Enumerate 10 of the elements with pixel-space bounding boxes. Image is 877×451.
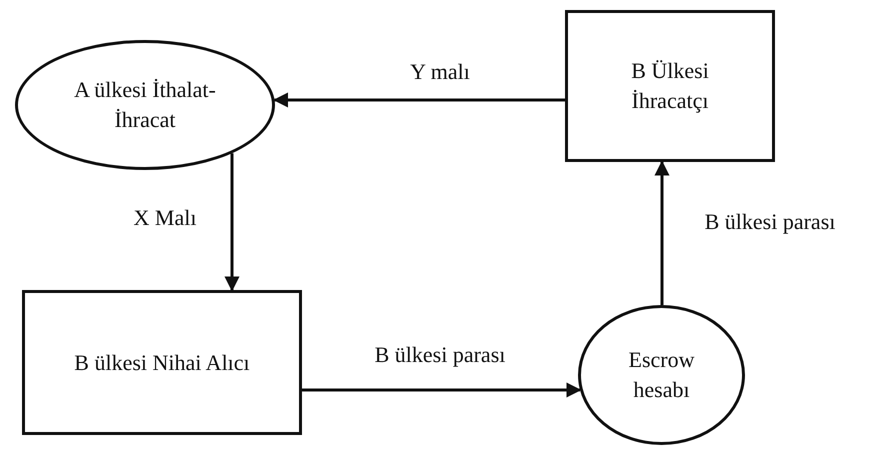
node-label: A ülkesi İthalat- İhracat [73,76,217,134]
arrow [273,92,565,108]
node-label: B Ülkesi İhracatçı [630,57,710,115]
arrow [654,160,670,305]
node-label: Escrow hesabı [628,346,696,404]
arrow [224,153,240,292]
process-box [22,290,302,435]
arrow [302,382,582,398]
process-box [565,10,775,162]
node-label: B ülkesi Nihai Alıcı [74,348,250,377]
